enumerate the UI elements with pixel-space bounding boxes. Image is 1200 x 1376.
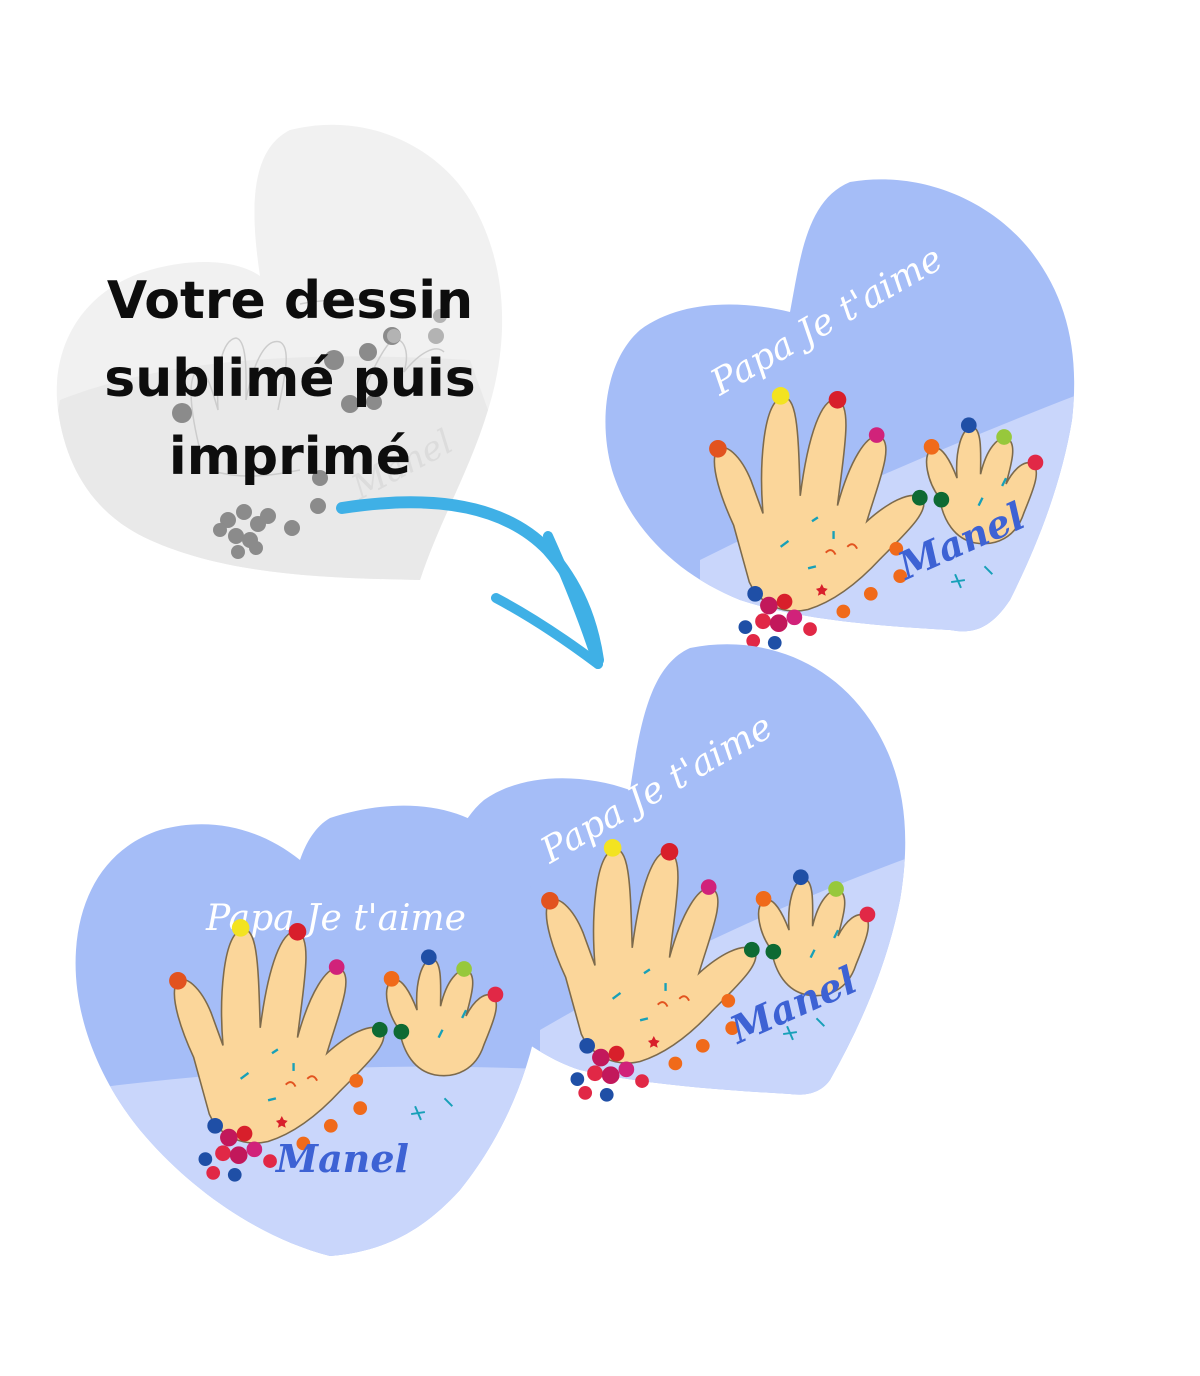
headline-line-3: imprimé — [168, 427, 412, 487]
headline-line-1: Votre dessin — [106, 271, 474, 331]
headline-line-2: sublimé puis — [104, 349, 476, 409]
sketch-heart: Manel — [56, 124, 503, 581]
card-heart-bottom-back: Papa Je t'aime Manel — [446, 644, 906, 1103]
headline: Votre dessin sublimé puis imprimé — [60, 262, 520, 496]
curved-arrow-icon — [336, 496, 604, 669]
card-signature: Manel — [274, 1136, 409, 1181]
card-heart-top-right: Papa Je t'aime Manel — [605, 179, 1075, 651]
card-heart-bottom-front: Papa Je t'aime Manel — [75, 805, 544, 1256]
